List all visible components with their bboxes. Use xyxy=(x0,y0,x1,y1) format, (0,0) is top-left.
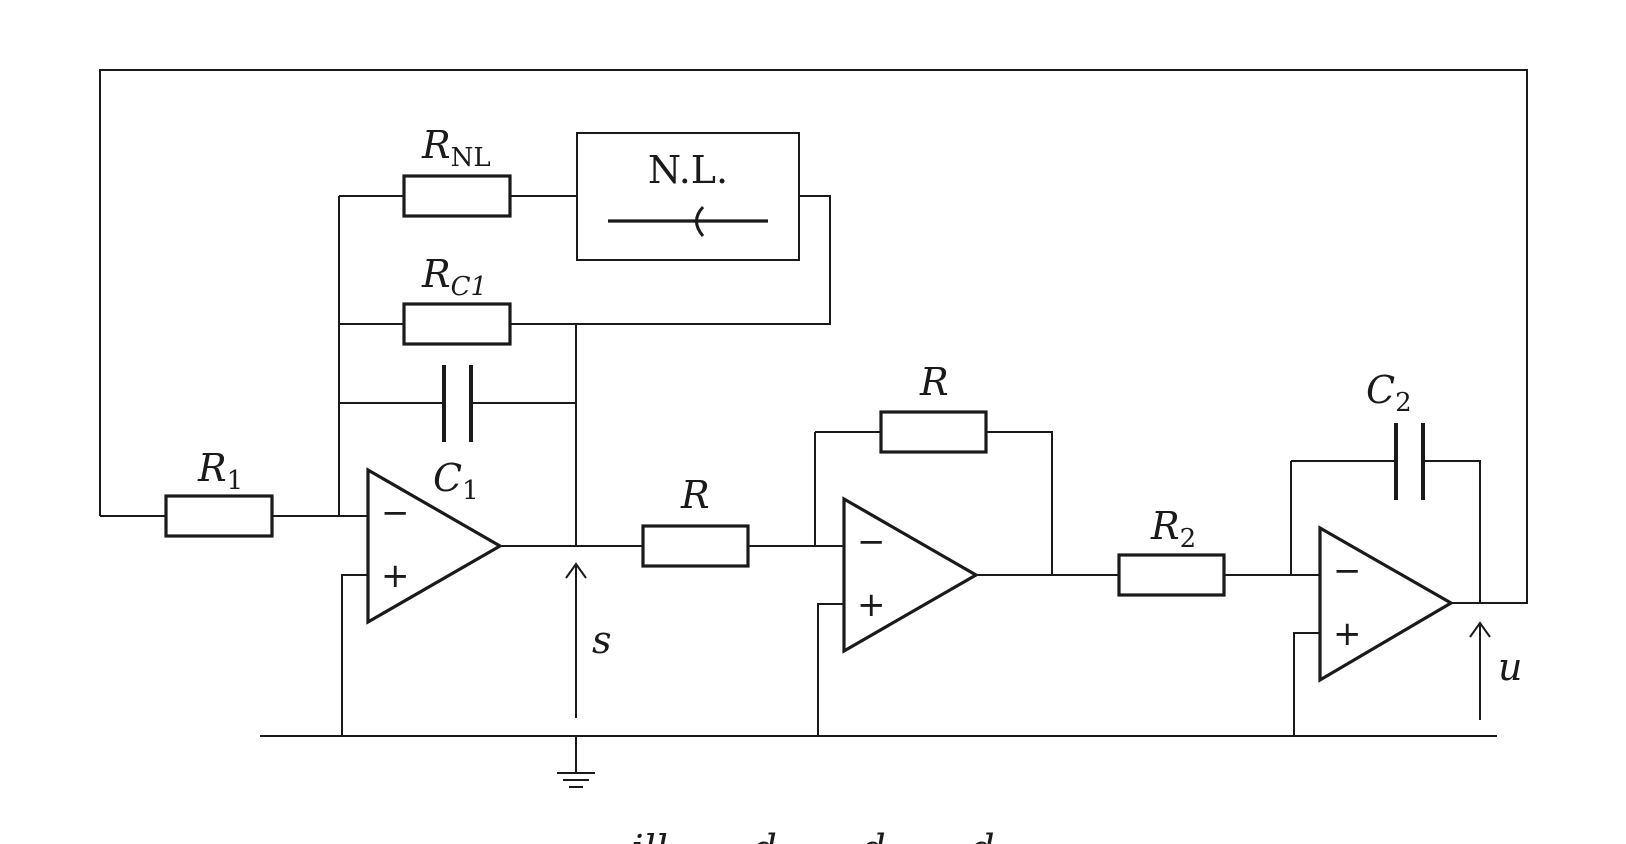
wire-nl-output xyxy=(576,195,831,325)
opamp-3: − + xyxy=(1318,525,1455,683)
nonlinear-block-title: N.L. xyxy=(648,148,728,192)
label-u: u xyxy=(1498,645,1522,689)
resistor-r-inv-in xyxy=(641,524,750,568)
voltage-s-arrow xyxy=(565,562,587,718)
opamp-3-minus-sign: − xyxy=(1333,551,1362,591)
opamp-2: − + xyxy=(842,496,980,654)
label-r1: R1 xyxy=(197,446,243,496)
opamp-1: − + xyxy=(366,467,504,625)
resistor-r2 xyxy=(1117,553,1226,597)
opamp-1-minus-sign: − xyxy=(381,493,410,533)
opamp-2-plus-sign: + xyxy=(857,585,886,625)
capacitor-c2 xyxy=(1394,423,1425,500)
label-rc1: RC1 xyxy=(421,252,487,302)
label-r-inv-in: R xyxy=(680,473,710,517)
voltage-u-arrow xyxy=(1469,621,1491,720)
label-r-inv-fb: R xyxy=(919,360,949,404)
nonlinear-block: N.L. xyxy=(576,132,800,261)
resistor-rc1 xyxy=(402,302,512,346)
wire-c2-right xyxy=(1424,460,1481,603)
label-c1: C1 xyxy=(433,456,479,506)
opamp-3-plus-sign: + xyxy=(1333,614,1362,654)
capacitor-c1 xyxy=(442,365,473,442)
wire-opamp3-plus-gnd xyxy=(1293,632,1320,736)
label-s: s xyxy=(592,618,612,662)
label-c2: C2 xyxy=(1366,368,1412,418)
resistor-rnl xyxy=(402,174,512,218)
resistor-r-inv-fb xyxy=(879,410,988,454)
opamp-2-minus-sign: − xyxy=(857,522,886,562)
caption-fragment: ...ill... ...d... ...d... ...d... xyxy=(595,827,1031,844)
wires xyxy=(99,69,1528,772)
outer-feedback-wire xyxy=(99,69,1528,604)
label-r2: R2 xyxy=(1150,504,1196,554)
label-rnl: RNL xyxy=(421,123,491,173)
opamp-1-plus-sign: + xyxy=(381,556,410,596)
wire-r-inv-fb-right xyxy=(986,431,1053,575)
nonlinear-arrow-icon xyxy=(695,205,705,237)
ground-icon xyxy=(557,772,595,788)
nonlinear-block-frame xyxy=(576,132,800,261)
wire-opamp1-plus-gnd xyxy=(341,574,368,736)
resistor-r1 xyxy=(164,494,274,538)
wire-opamp2-plus-gnd xyxy=(817,603,844,736)
